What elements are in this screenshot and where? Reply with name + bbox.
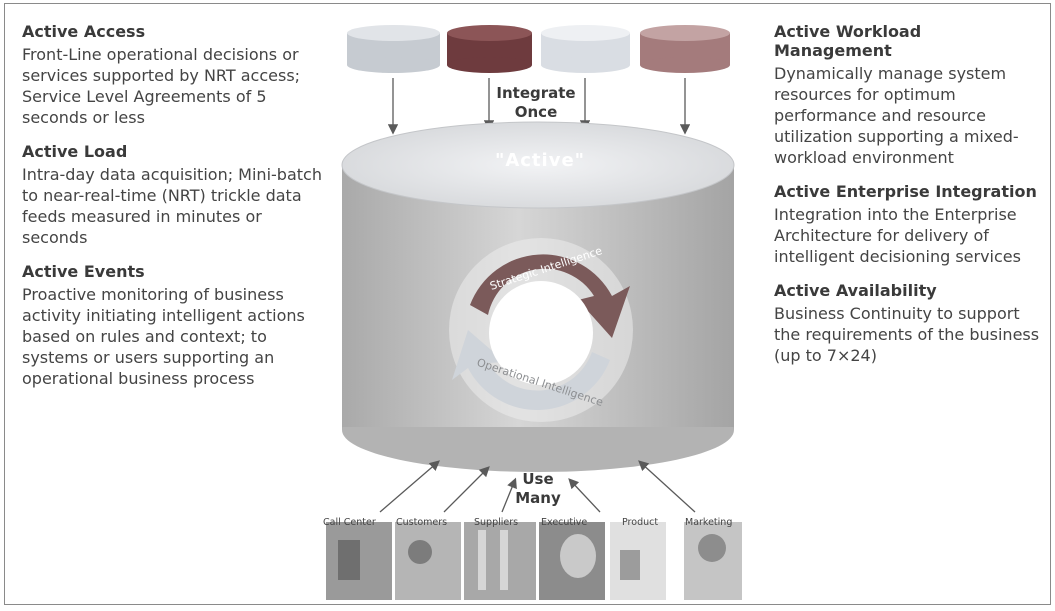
active-events-title: Active Events xyxy=(22,262,145,281)
integrate-text: Integrate xyxy=(496,84,576,102)
use-many-label: Use Many xyxy=(498,470,578,508)
once-text: Once xyxy=(514,103,558,121)
intelligence-cycle xyxy=(449,238,633,422)
active-enterprise-title: Active Enterprise Integration xyxy=(774,182,1037,201)
right-column: Active Workload Management Dynamically m… xyxy=(774,22,1044,366)
caption-executive: Executive xyxy=(541,517,588,528)
active-workload-block: Active Workload Management Dynamically m… xyxy=(774,22,1044,168)
active-load-body: Intra-day data acquisition; Mini-batch t… xyxy=(22,165,322,247)
integrate-once-label: Integrate Once xyxy=(481,84,591,122)
active-enterprise-body: Integration into the Enterprise Architec… xyxy=(774,205,1021,266)
active-access-block: Active Access Front-Line operational dec… xyxy=(22,22,322,128)
active-workload-title: Active Workload Management xyxy=(774,22,922,60)
active-load-block: Active Load Intra-day data acquisition; … xyxy=(22,142,322,248)
active-enterprise-block: Active Enterprise Integration Integratio… xyxy=(774,182,1044,267)
source-db-4-icon xyxy=(640,25,730,73)
source-db-3-icon xyxy=(541,25,630,73)
caption-product: Product xyxy=(622,517,659,528)
use-arrows xyxy=(379,460,696,513)
active-events-body: Proactive monitoring of business activit… xyxy=(22,285,305,388)
source-db-2-icon xyxy=(447,25,532,73)
many-text: Many xyxy=(515,489,561,507)
left-column: Active Access Front-Line operational dec… xyxy=(22,22,322,389)
active-events-block: Active Events Proactive monitoring of bu… xyxy=(22,262,322,389)
use-text: Use xyxy=(522,470,554,488)
user-photos xyxy=(326,522,742,600)
active-availability-block: Active Availability Business Continuity … xyxy=(774,281,1044,366)
active-availability-title: Active Availability xyxy=(774,281,937,300)
caption-customers: Customers xyxy=(396,517,448,528)
integrate-arrows xyxy=(387,78,691,135)
operational-arrow-icon xyxy=(452,330,610,411)
caption-call-center: Call Center xyxy=(323,517,376,528)
source-db-1-icon xyxy=(347,25,440,73)
strategic-arrow-icon xyxy=(470,254,630,338)
active-label: "Active" xyxy=(494,150,586,171)
source-databases xyxy=(347,25,730,73)
active-availability-body: Business Continuity to support the requi… xyxy=(774,304,1040,365)
active-workload-body: Dynamically manage system resources for … xyxy=(774,64,1019,167)
caption-marketing: Marketing xyxy=(685,517,733,528)
customers-photo xyxy=(395,522,461,600)
active-access-body: Front-Line operational decisions or serv… xyxy=(22,45,301,127)
active-load-title: Active Load xyxy=(22,142,128,161)
caption-suppliers: Suppliers xyxy=(474,517,519,528)
active-access-title: Active Access xyxy=(22,22,146,41)
